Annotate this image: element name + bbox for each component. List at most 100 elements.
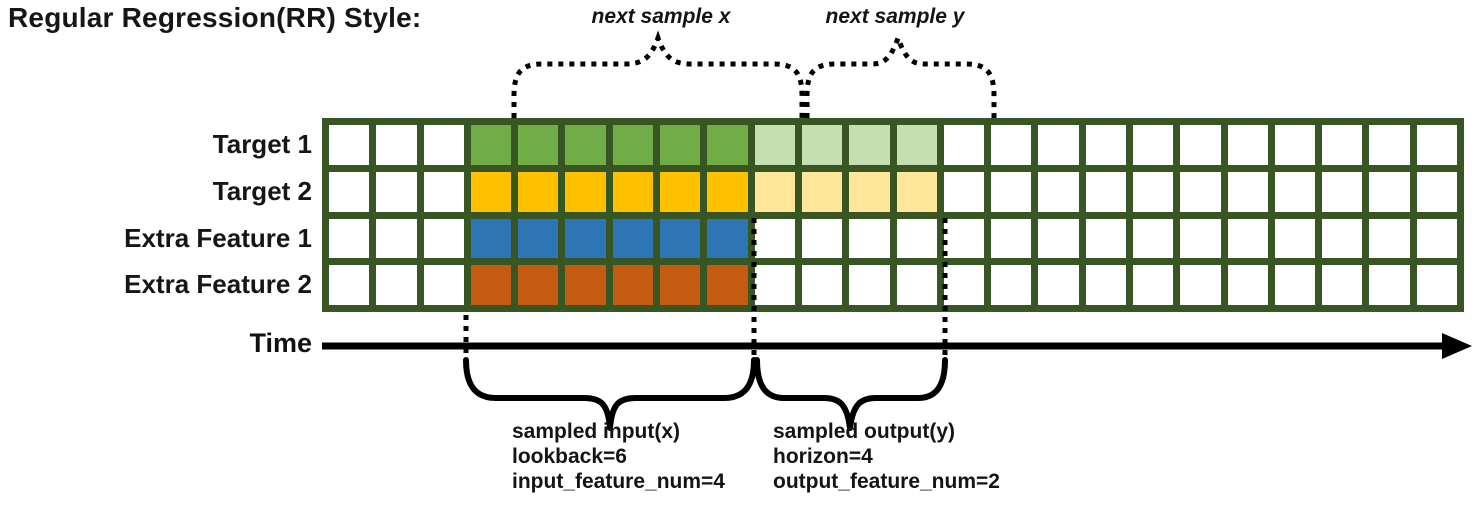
grid-cell (801, 125, 843, 165)
grid-cell (329, 171, 370, 212)
grid-cell (1085, 218, 1126, 259)
grid-cell (801, 265, 843, 305)
grid-cell (1085, 265, 1126, 305)
grid-cell (754, 218, 795, 259)
sampled-input-brace (463, 357, 757, 431)
grid-cell (1038, 125, 1079, 165)
grid-cell (1322, 125, 1363, 165)
grid-cell (565, 171, 606, 212)
grid-cell (991, 265, 1032, 305)
grid-cell (801, 218, 843, 259)
grid-cell (518, 125, 559, 165)
sampled-input-line-1: sampled input(x) (512, 420, 681, 443)
grid-cell (1369, 265, 1410, 305)
time-series-grid (322, 118, 1464, 312)
grid-cell (660, 125, 701, 165)
grid-cell (518, 218, 559, 259)
grid-cell (1369, 125, 1410, 165)
time-axis-arrowhead (1442, 333, 1472, 359)
grid-cell (612, 265, 654, 305)
grid-cell (565, 218, 606, 259)
row-label-target-2: Target 2 (212, 176, 312, 206)
sampled-output-line-3: output_feature_num=2 (773, 470, 1000, 493)
grid-cell (849, 171, 890, 212)
sampled-output-brace (754, 357, 948, 431)
sampled-output-line-1: sampled output(y) (773, 420, 955, 443)
grid-cell (1180, 125, 1221, 165)
grid-cell (470, 125, 512, 165)
grid-cell (660, 218, 701, 259)
grid-cell (612, 125, 654, 165)
grid-cell (329, 218, 370, 259)
grid-cell (1416, 125, 1457, 165)
grid-cell (1038, 171, 1079, 212)
grid-cell (707, 171, 748, 212)
next-sample-y-label: next sample y (825, 5, 965, 28)
grid-cell (1322, 171, 1363, 212)
grid-cell (991, 218, 1032, 259)
grid-cell (896, 218, 937, 259)
grid-cell (801, 171, 843, 212)
grid-cell (707, 265, 748, 305)
grid-cell (1274, 218, 1316, 259)
grid-cell (1227, 218, 1268, 259)
grid-cell (707, 218, 748, 259)
grid-cell (1274, 265, 1316, 305)
grid-cell (1132, 218, 1174, 259)
grid-cell (1369, 218, 1410, 259)
grid-cell (565, 265, 606, 305)
grid-cell (849, 125, 890, 165)
next-sample-y-brace (804, 30, 997, 118)
grid-cell (707, 125, 748, 165)
sampled-output-line-2: horizon=4 (773, 445, 873, 468)
grid-cell (1274, 171, 1316, 212)
grid-cell (896, 171, 937, 212)
grid-cell (754, 265, 795, 305)
grid-cell (612, 218, 654, 259)
grid-cell (1180, 218, 1221, 259)
sampled-input-line-2: lookback=6 (512, 445, 627, 468)
grid-cell (1085, 171, 1126, 212)
grid-cell (1416, 171, 1457, 212)
grid-cell (376, 125, 417, 165)
next-sample-x-label: next sample x (591, 5, 731, 28)
grid-cell (1132, 265, 1174, 305)
sampled-input-line-3: input_feature_num=4 (512, 470, 725, 493)
grid-cell (1227, 125, 1268, 165)
grid-cell (943, 265, 985, 305)
grid-cell (565, 125, 606, 165)
grid-cell (1180, 171, 1221, 212)
row-label-extra-feature-1: Extra Feature 1 (124, 223, 312, 253)
row-label-extra-feature-2: Extra Feature 2 (124, 269, 312, 299)
grid-cell (1322, 218, 1363, 259)
grid-cell (376, 265, 417, 305)
grid-cell (1416, 218, 1457, 259)
grid-cell (1416, 265, 1457, 305)
grid-cell (376, 171, 417, 212)
grid-cell (470, 265, 512, 305)
grid-cell (1227, 265, 1268, 305)
grid-cell (423, 218, 464, 259)
grid-cell (423, 265, 464, 305)
grid-cell (943, 218, 985, 259)
grid-cell (376, 218, 417, 259)
grid-cell (849, 218, 890, 259)
grid-cell (754, 171, 795, 212)
grid-cell (660, 171, 701, 212)
diagram-title: Regular Regression(RR) Style: (8, 2, 422, 33)
grid-cell (943, 171, 985, 212)
time-axis-label: Time (249, 328, 312, 358)
grid-cell (896, 125, 937, 165)
grid-cell (470, 218, 512, 259)
grid-cell (1085, 125, 1126, 165)
grid-cell (1038, 265, 1079, 305)
grid-cell (1132, 125, 1174, 165)
next-sample-x-brace (511, 30, 805, 118)
grid-cell (660, 265, 701, 305)
grid-cell (612, 171, 654, 212)
grid-cell (518, 171, 559, 212)
grid-cell (1369, 171, 1410, 212)
grid-cell (1274, 125, 1316, 165)
grid-cell (1132, 171, 1174, 212)
grid-cell (1038, 218, 1079, 259)
